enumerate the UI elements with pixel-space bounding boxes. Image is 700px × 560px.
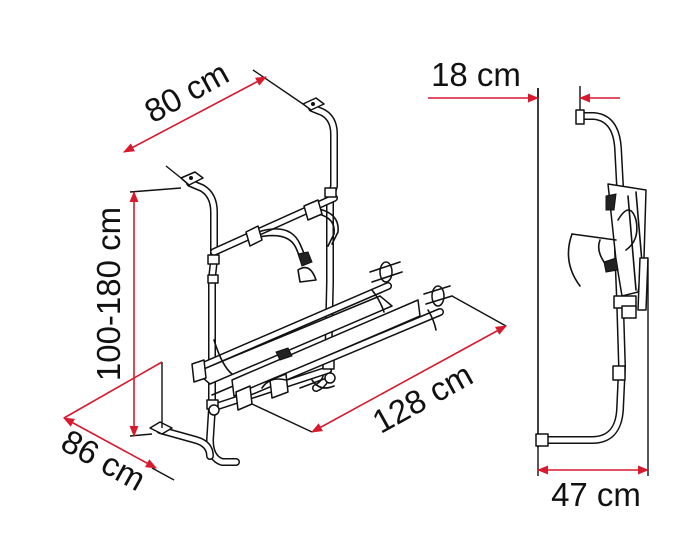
- dimension-label-depth: 86 cm: [55, 422, 152, 498]
- frame-clamp: [207, 254, 220, 265]
- top-mount-bracket-rear: [302, 97, 325, 111]
- side-tube-joint: [612, 365, 626, 381]
- frame-clamp: [324, 187, 337, 198]
- side-bottom-mount: [535, 433, 549, 447]
- dimension-side-offset: 18 cm: [428, 56, 620, 110]
- side-holding-arm: [567, 209, 638, 287]
- dimension-label-length: 128 cm: [366, 356, 479, 441]
- dimension-label-side-offset: 18 cm: [431, 56, 521, 93]
- dimension-top-width: 80 cm: [123, 54, 304, 179]
- frame-clamp: [207, 274, 219, 284]
- lower-cross-tube: [208, 366, 332, 412]
- wheel-rail-rear: [194, 261, 403, 372]
- dimension-label-side-depth: 47 cm: [551, 476, 641, 513]
- dimension-side-depth: 47 cm: [536, 260, 650, 513]
- bike-holding-arm: [245, 225, 313, 267]
- side-frame-tube: [540, 112, 626, 444]
- wheel-strap: [213, 289, 437, 389]
- dimension-height-range: 100-180 cm: [90, 187, 182, 438]
- side-top-mount: [575, 109, 585, 125]
- rack-side-view: [535, 88, 649, 448]
- bike-holding-arm: [297, 199, 339, 283]
- side-rail-assembly: [603, 183, 649, 319]
- platform-base: [195, 295, 421, 397]
- front-frame-tube: [186, 179, 240, 466]
- top-mount-bracket-front: [180, 171, 204, 186]
- dimension-label-height-range: 100-180 cm: [90, 207, 127, 381]
- bottom-foot-tube: [156, 426, 214, 460]
